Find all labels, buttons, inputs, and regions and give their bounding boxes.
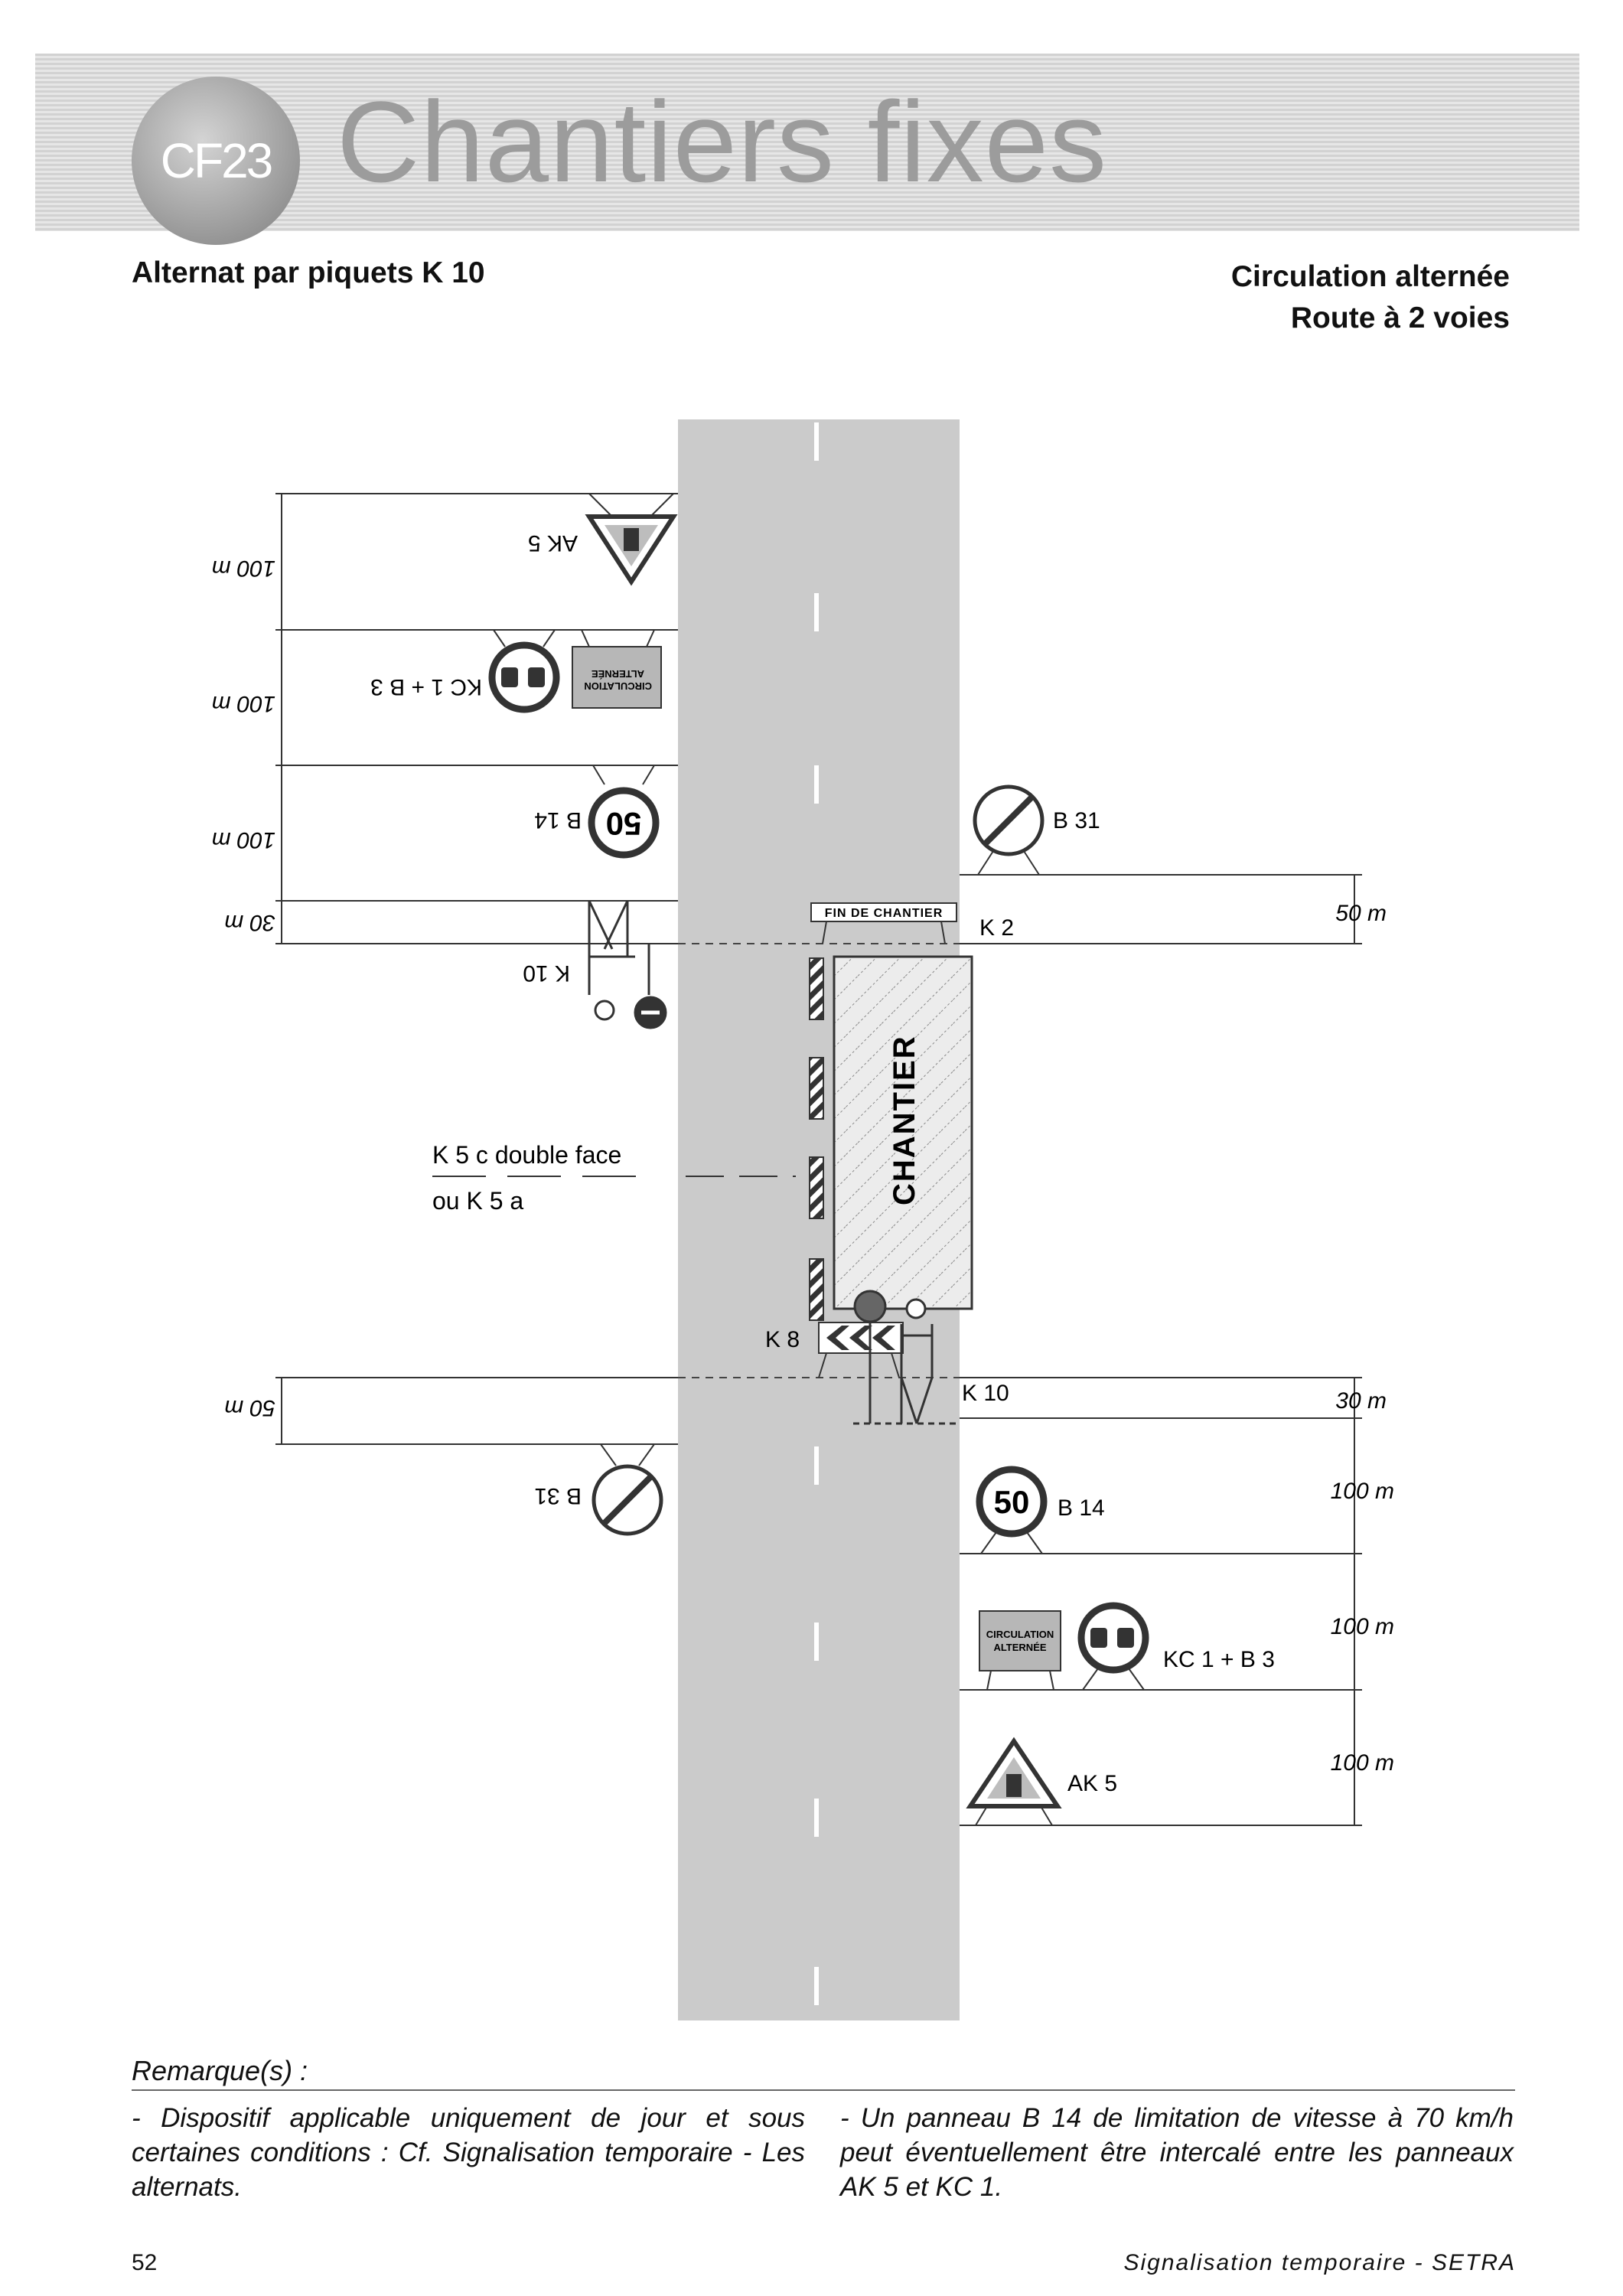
right-ak5-sign <box>966 1737 1062 1826</box>
remark-left: - Dispositif applicable uniquement de jo… <box>132 2103 805 2202</box>
left-kc1b3-label: KC 1 + B 3 <box>370 674 482 700</box>
k5-label-line1: K 5 c double face <box>432 1141 621 1169</box>
right-dist-1: 50 m <box>1335 901 1387 926</box>
right-b31-sign <box>973 784 1045 876</box>
left-dimension-lines <box>277 493 286 1445</box>
right-dist-3: 100 m <box>1331 1479 1394 1504</box>
k2-fin-chantier-sign: FIN DE CHANTIER <box>810 902 957 944</box>
left-speed-value: 50 <box>606 806 642 842</box>
right-dist-2: 30 m <box>1335 1388 1387 1414</box>
footer-source: Signalisation temporaire - SETRA <box>1123 2250 1516 2275</box>
subtitle-left: Alternat par piquets K 10 <box>132 256 485 289</box>
right-circ-sign-line1: CIRCULATION <box>986 1629 1054 1640</box>
left-dist-4: 30 m <box>224 910 275 935</box>
k8-chevron-sign <box>818 1322 904 1378</box>
right-k10-flagger <box>853 1290 960 1425</box>
subtitle-right: Circulation alternée Route à 2 voies <box>1231 256 1510 339</box>
right-circ-sign-line2: ALTERNÉE <box>993 1642 1046 1653</box>
left-b14-label: B 14 <box>534 807 582 833</box>
remarks-divider <box>132 2089 1515 2091</box>
k8-label: K 8 <box>765 1327 800 1352</box>
right-reference-lines <box>960 874 1362 1826</box>
left-b31-label: B 31 <box>534 1483 582 1508</box>
left-reference-lines <box>275 493 678 1445</box>
right-b14-label: B 14 <box>1058 1495 1105 1521</box>
left-dist-5: 50 m <box>224 1395 275 1420</box>
right-b3-sign <box>1077 1602 1149 1691</box>
left-dist-3: 100 m <box>212 827 275 853</box>
chantier-area <box>833 955 973 1310</box>
left-dist-2: 100 m <box>212 691 275 716</box>
left-b31-sign <box>592 1443 663 1536</box>
k5-cones <box>809 957 824 1321</box>
right-kc1b3-label: KC 1 + B 3 <box>1163 1647 1275 1672</box>
section-badge: CF23 <box>132 77 300 245</box>
right-dist-5: 100 m <box>1331 1750 1394 1776</box>
right-dist-4: 100 m <box>1331 1614 1394 1639</box>
left-circ-sign-line1: CIRCULATION <box>584 680 652 692</box>
subtitle-right-line2: Route à 2 voies <box>1290 302 1510 334</box>
left-ak5-label: AK 5 <box>528 530 578 556</box>
right-speed-value: 50 <box>994 1484 1030 1520</box>
left-k10-flagger <box>588 900 667 1029</box>
remarks-label: Remarque(s) : <box>132 2055 308 2086</box>
subtitle-right-line1: Circulation alternée <box>1230 260 1510 293</box>
page-title: Chantiers fixes <box>337 77 1108 206</box>
right-b31-label: B 31 <box>1053 808 1100 833</box>
left-b3-sign <box>488 629 560 713</box>
right-k10-label: K 10 <box>962 1381 1009 1406</box>
left-ak5-sign <box>585 493 678 586</box>
left-kc1-panel: CIRCULATION ALTERNÉE <box>572 629 662 709</box>
left-dist-1: 100 m <box>212 556 275 581</box>
left-b14-sign: 50 <box>588 765 660 859</box>
chantier-label: CHANTIER <box>888 1035 921 1205</box>
right-ak5-label: AK 5 <box>1067 1771 1117 1796</box>
left-circ-sign-line2: ALTERNÉE <box>592 668 644 680</box>
fin-chantier-text: FIN DE CHANTIER <box>825 907 943 920</box>
badge-text: CF23 <box>160 133 273 188</box>
k2-label: K 2 <box>979 915 1014 941</box>
page-number: 52 <box>132 2250 158 2275</box>
center-line <box>814 422 819 2005</box>
right-kc1-panel: CIRCULATION ALTERNÉE <box>979 1610 1061 1691</box>
remark-right: - Un panneau B 14 de limitation de vites… <box>840 2103 1514 2202</box>
left-k10-label: K 10 <box>523 960 570 986</box>
right-dimension-lines <box>1350 874 1359 1826</box>
k5-label-line2: ou K 5 a <box>432 1187 523 1215</box>
right-b14-sign: 50 <box>976 1466 1048 1554</box>
